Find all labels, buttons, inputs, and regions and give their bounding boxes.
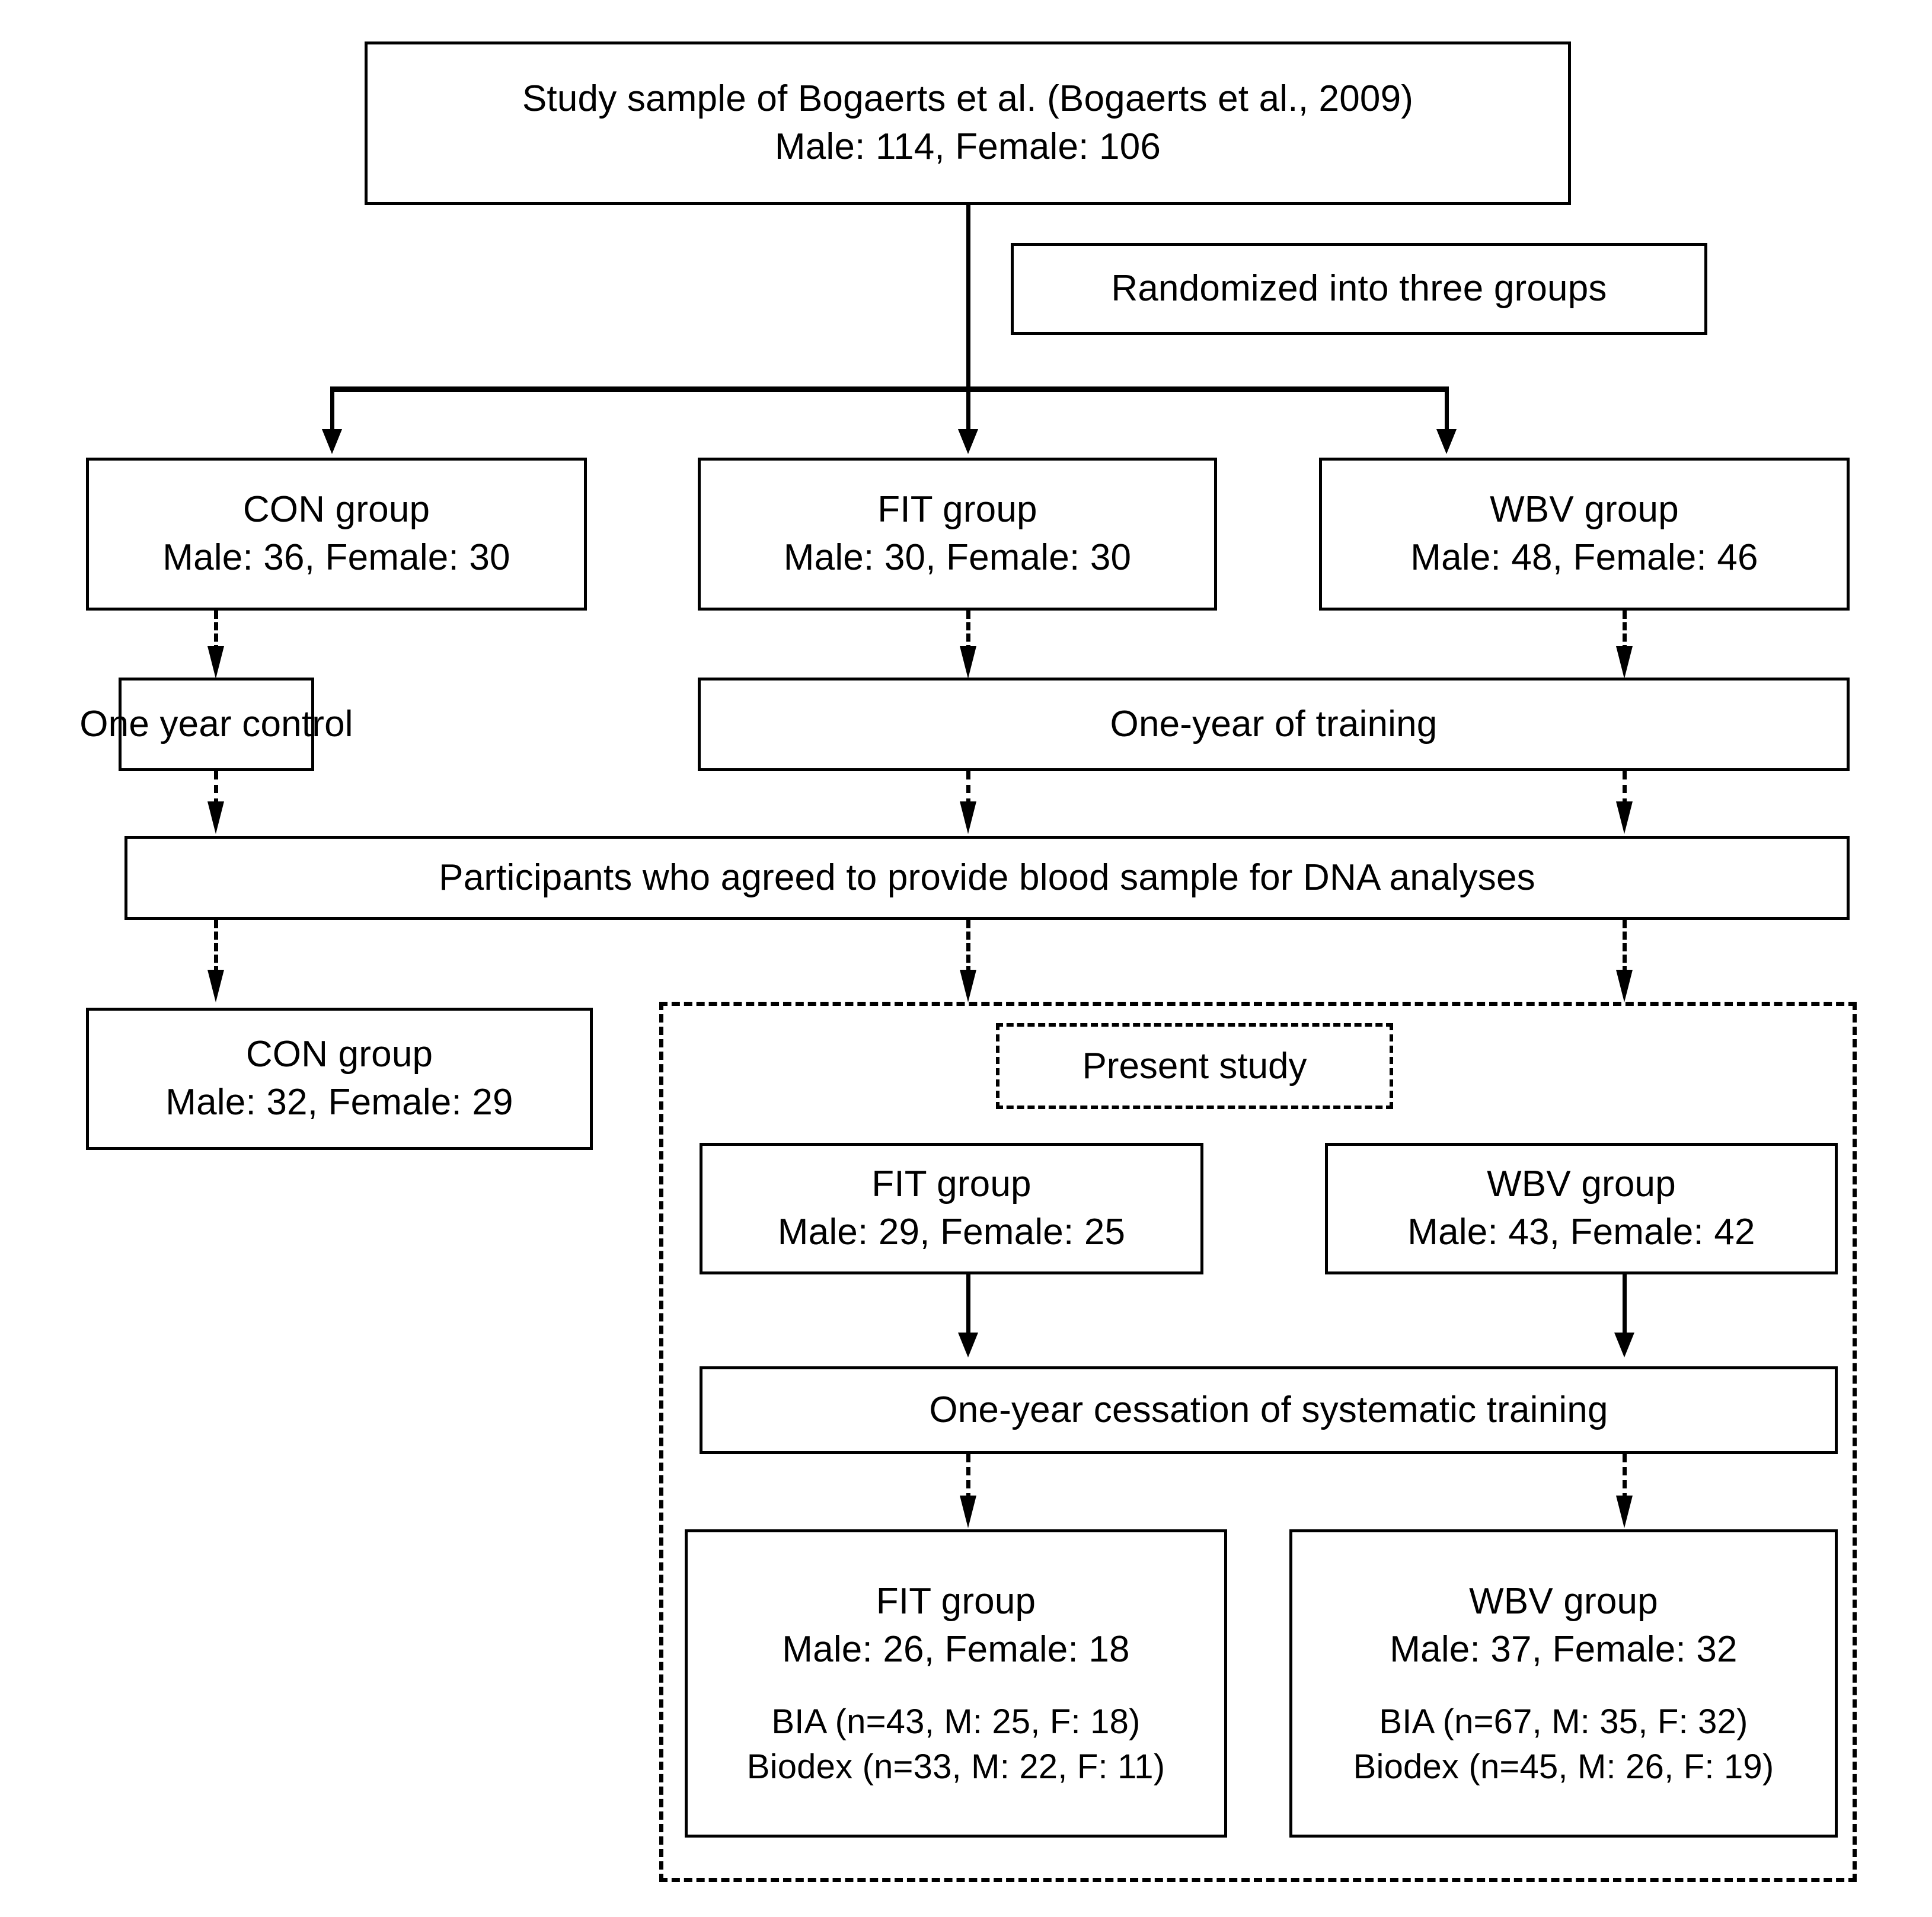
- connector-branch-bar: [332, 386, 1449, 392]
- connector-blood-to-wbv-dna: [1623, 920, 1627, 975]
- fit-final-detail1: BIA (n=43, M: 25, F: 18): [771, 1702, 1141, 1742]
- node-cessation: One-year cessation of systematic trainin…: [700, 1366, 1838, 1454]
- node-fit-group-dna: FIT group Male: 29, Female: 25: [700, 1143, 1203, 1274]
- connector-branch-leg-wbv: [1445, 386, 1449, 433]
- fit-initial-line1: FIT group: [877, 489, 1037, 531]
- connector-cessation-to-fit-final: [966, 1454, 970, 1501]
- wbv-final-line1: WBV group: [1469, 1581, 1658, 1622]
- node-con-group-initial: CON group Male: 36, Female: 30: [86, 458, 587, 611]
- wbv-final-detail2: Biodex (n=45, M: 26, F: 19): [1353, 1747, 1774, 1786]
- connector-control-to-blood: [214, 771, 218, 807]
- cessation-label: One-year cessation of systematic trainin…: [929, 1389, 1608, 1430]
- connector-cessation-to-wbv-final: [1623, 1454, 1627, 1501]
- wbv-final-line2: Male: 37, Female: 32: [1390, 1628, 1738, 1670]
- present-study-region: [659, 1002, 1857, 1882]
- node-fit-group-final: FIT group Male: 26, Female: 18 BIA (n=43…: [685, 1529, 1227, 1838]
- arrowhead-blood-to-wbv-dna: [1616, 970, 1633, 1002]
- connector-wbv-to-training: [1623, 611, 1627, 653]
- source-study-line1: Study sample of Bogaerts et al. (Bogaert…: [522, 78, 1414, 120]
- connector-source-to-branch: [966, 205, 970, 390]
- connector-training-fit-to-blood: [966, 771, 970, 807]
- arrowhead-wbv-to-training: [1616, 646, 1633, 679]
- fit-final-line1: FIT group: [876, 1581, 1036, 1622]
- source-study-line2: Male: 114, Female: 106: [774, 126, 1161, 167]
- node-con-group-dna: CON group Male: 32, Female: 29: [86, 1008, 593, 1150]
- arrowhead-cessation-to-fit-final: [960, 1496, 976, 1528]
- wbv-initial-line2: Male: 48, Female: 46: [1410, 537, 1758, 578]
- arrowhead-branch-con: [322, 429, 342, 454]
- arrowhead-blood-to-fit-dna: [960, 970, 976, 1002]
- node-wbv-group-initial: WBV group Male: 48, Female: 46: [1319, 458, 1850, 611]
- arrowhead-cessation-to-wbv-final: [1616, 1496, 1633, 1528]
- arrowhead-fit-to-training: [960, 646, 976, 679]
- node-one-year-training: One-year of training: [698, 678, 1850, 771]
- one-year-training-label: One-year of training: [1110, 703, 1438, 745]
- fit-initial-line2: Male: 30, Female: 30: [783, 537, 1132, 578]
- node-wbv-group-dna: WBV group Male: 43, Female: 42: [1325, 1143, 1838, 1274]
- arrowhead-branch-fit: [958, 429, 978, 454]
- con-dna-line1: CON group: [245, 1034, 433, 1075]
- fit-dna-line1: FIT group: [871, 1164, 1032, 1205]
- arrowhead-training-wbv-to-blood: [1616, 801, 1633, 834]
- connector-training-wbv-to-blood: [1623, 771, 1627, 807]
- arrowhead-fit-dna-to-cessation: [958, 1333, 978, 1357]
- arrowhead-training-fit-to-blood: [960, 801, 976, 834]
- arrowhead-branch-wbv: [1436, 429, 1457, 454]
- present-study-label: Present study: [1082, 1046, 1307, 1087]
- arrowhead-control-to-blood: [207, 801, 224, 834]
- wbv-initial-line1: WBV group: [1490, 489, 1679, 531]
- arrowhead-wbv-dna-to-cessation: [1614, 1333, 1634, 1357]
- con-initial-line1: CON group: [242, 489, 430, 531]
- wbv-final-detail1: BIA (n=67, M: 35, F: 32): [1379, 1702, 1748, 1742]
- connector-blood-to-con-dna: [214, 920, 218, 975]
- connector-con-to-control: [214, 611, 218, 653]
- node-one-year-control: One year control: [79, 678, 353, 771]
- fit-final-detail2: Biodex (n=33, M: 22, F: 11): [746, 1747, 1165, 1786]
- fit-dna-line2: Male: 29, Female: 25: [777, 1212, 1126, 1253]
- connector-fit-to-training: [966, 611, 970, 653]
- node-randomization: Randomized into three groups: [1011, 243, 1707, 335]
- randomization-label: Randomized into three groups: [1111, 268, 1607, 309]
- con-dna-line2: Male: 32, Female: 29: [165, 1082, 513, 1123]
- connector-wbv-dna-to-cessation: [1623, 1274, 1627, 1337]
- connector-fit-dna-to-cessation: [966, 1274, 970, 1337]
- node-present-study-label: Present study: [996, 1023, 1393, 1109]
- connector-blood-to-fit-dna: [966, 920, 970, 975]
- wbv-dna-line2: Male: 43, Female: 42: [1407, 1212, 1755, 1253]
- connector-branch-leg-con: [330, 386, 334, 433]
- one-year-control-label: One year control: [79, 703, 353, 745]
- blood-sample-label: Participants who agreed to provide blood…: [439, 857, 1535, 898]
- arrowhead-con-to-control: [207, 646, 224, 679]
- node-source-study: Study sample of Bogaerts et al. (Bogaert…: [365, 41, 1571, 205]
- fit-final-line2: Male: 26, Female: 18: [782, 1628, 1130, 1670]
- con-initial-line2: Male: 36, Female: 30: [162, 537, 510, 578]
- connector-branch-leg-fit: [966, 386, 970, 433]
- arrowhead-blood-to-con-dna: [207, 970, 224, 1002]
- node-wbv-group-final: WBV group Male: 37, Female: 32 BIA (n=67…: [1289, 1529, 1838, 1838]
- node-blood-sample: Participants who agreed to provide blood…: [124, 836, 1850, 920]
- node-fit-group-initial: FIT group Male: 30, Female: 30: [698, 458, 1217, 611]
- wbv-dna-line1: WBV group: [1487, 1164, 1676, 1205]
